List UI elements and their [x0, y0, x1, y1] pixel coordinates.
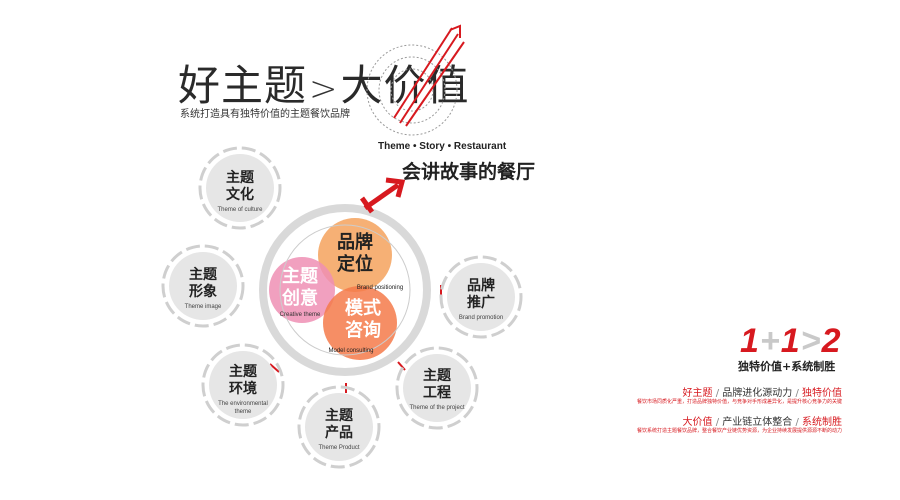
node-image-label: 主题 形象 Theme image: [184, 267, 222, 310]
venn-circle-brand: [318, 218, 392, 292]
right-line-2: 大价值 / 产业链立体整合 / 系统制胜: [682, 417, 843, 428]
right-line-1: 好主题 / 品牌进化源动力 / 独特价值: [682, 388, 843, 399]
target-arrows-graphic: [366, 24, 465, 136]
node-promotion-label: 品牌 推广 Brand promotion: [458, 278, 504, 321]
headline-separator: >: [309, 69, 339, 109]
node-project-label: 主题 工程 Theme of the project: [409, 368, 465, 411]
dashed-target-icon: [366, 44, 458, 136]
headline-part1: 好主题: [178, 61, 308, 110]
formula: 1+1>2: [740, 322, 842, 360]
tagline-chinese: 会讲故事的餐厅: [402, 161, 536, 183]
node-environment: [201, 343, 285, 427]
venn-circle-model: [323, 286, 397, 360]
node-culture: [198, 146, 282, 230]
venn-circle-creative: [269, 257, 335, 323]
venn-brand-en: Brand positioning: [356, 285, 404, 291]
venn-creative-line1: 主题: [282, 266, 318, 287]
venn-label-creative: 主题 创意 Creative theme: [270, 266, 330, 318]
red-arrows-icon: [393, 24, 465, 127]
node-project: [395, 346, 479, 430]
venn-brand-line1: 品牌: [337, 232, 373, 253]
formula-caption: 独特价值+系统制胜: [738, 360, 836, 373]
node-culture-label: 主题 文化 Theme of culture: [217, 170, 263, 213]
headline-subtitle: 系统打造具有独特价值的主题餐饮品牌: [180, 109, 350, 120]
ring-marker: [269, 363, 280, 373]
inner-thin-ring: [279, 224, 411, 356]
venn-brand-line2: 定位: [337, 254, 373, 275]
node-product: [297, 385, 381, 469]
node-environment-label: 主题 环境 The environmental theme: [218, 364, 268, 415]
right-line-2-detail: 餐饮系统打造主题餐饮品牌，整合餐饮产业链优势资源，为企业持续发展提供源源不断的动…: [636, 428, 842, 434]
ring-marker: [397, 361, 406, 371]
right-line-1-detail: 餐饮市场同质化严重，打造品牌独特价值，与竞争对手形成差异化，是提升核心竞争力的关…: [636, 399, 842, 405]
venn-model-line1: 模式: [345, 298, 381, 319]
outer-ring: [259, 204, 431, 376]
headline: 好主题>大价值: [178, 52, 470, 113]
venn-label-model: 模式 咨询: [333, 298, 393, 342]
venn-label-brand: 品牌 定位: [325, 232, 385, 276]
venn-model-en: Model consulting: [328, 348, 374, 354]
node-product-label: 主题 产品 Theme Product: [318, 408, 360, 451]
tagline-english: Theme • Story • Restaurant: [378, 141, 507, 152]
node-promotion: [439, 255, 523, 339]
node-image: [161, 244, 245, 328]
venn-model-line2: 咨询: [345, 320, 381, 341]
venn-creative-line2: 创意: [282, 288, 318, 309]
venn-creative-en: Creative theme: [279, 312, 321, 318]
ring-exit-arrow-icon: [359, 177, 406, 214]
